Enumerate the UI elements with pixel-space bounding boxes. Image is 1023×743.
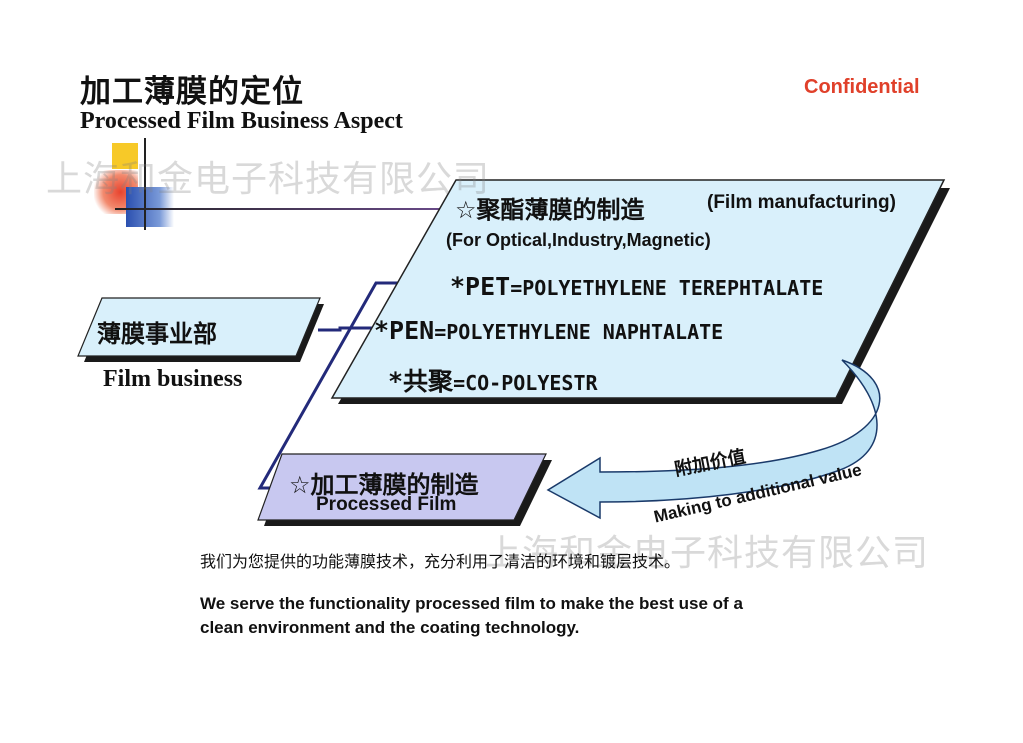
processed-film-title-en: Processed Film bbox=[316, 494, 457, 515]
confidential-label: Confidential bbox=[804, 76, 920, 98]
curved-arrow bbox=[546, 359, 881, 520]
watermark-bottom: 上海和金电子科技有限公司 bbox=[485, 533, 930, 574]
material-value: =POLYETHYLENE NAPHTALATE bbox=[434, 320, 724, 344]
decorative-yellow-square bbox=[112, 143, 138, 169]
film-business-title-en: Film business bbox=[103, 366, 243, 392]
material-key: *PEN bbox=[374, 316, 435, 345]
description-en-line1: We serve the functionality processed fil… bbox=[200, 594, 743, 613]
film-business-title-cn: 薄膜事业部 bbox=[97, 320, 217, 348]
material-line-pet: *PET=POLYETHYLENE TEREPHTALATE bbox=[450, 272, 823, 301]
page-title-cn: 加工薄膜的定位 bbox=[80, 74, 304, 110]
decorative-horizontal-line bbox=[115, 208, 450, 210]
manufacturing-subtitle: (For Optical,Industry,Magnetic) bbox=[446, 230, 711, 250]
page-title-en: Processed Film Business Aspect bbox=[80, 108, 403, 134]
material-value: =CO-POLYESTR bbox=[453, 371, 598, 395]
manufacturing-title-cn: ☆聚酯薄膜的制造 bbox=[455, 196, 645, 224]
material-key: *PET bbox=[450, 272, 511, 301]
description-en-line2: clean environment and the coating techno… bbox=[200, 618, 580, 637]
processed-film-box bbox=[257, 453, 547, 521]
processed-film-title-cn: ☆加工薄膜的制造 bbox=[289, 471, 479, 499]
watermark-top: 上海和金电子科技有限公司 bbox=[46, 159, 491, 200]
film-business-box bbox=[77, 297, 321, 357]
material-key: *共聚 bbox=[388, 367, 454, 396]
description-cn: 我们为您提供的功能薄膜技术，充分利用了清洁的环境和镀层技术。 bbox=[200, 552, 681, 571]
material-line-pen: *PEN=POLYETHYLENE NAPHTALATE bbox=[374, 316, 723, 345]
decorative-blue-square bbox=[126, 187, 174, 227]
material-line-copolyester: *共聚=CO-POLYESTR bbox=[388, 362, 598, 398]
material-value: =POLYETHYLENE TEREPHTALATE bbox=[510, 276, 824, 300]
manufacturing-box bbox=[330, 179, 946, 399]
manufacturing-title-en: (Film manufacturing) bbox=[707, 192, 896, 213]
decorative-vertical-line bbox=[144, 138, 146, 230]
